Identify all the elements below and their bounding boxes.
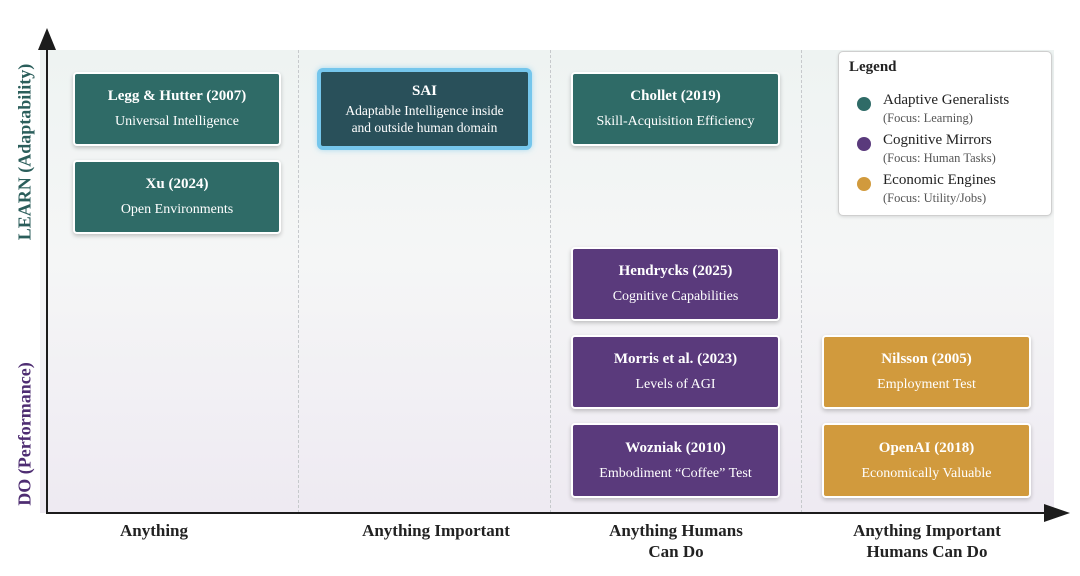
x-axis-label-anything-important-humans-can-do: Anything Important Humans Can Do	[853, 520, 1001, 562]
column-separator	[550, 50, 551, 513]
card-subtitle: Cognitive Capabilities	[612, 289, 739, 304]
legend-entry-name: Cognitive Mirrors	[883, 132, 992, 148]
column-separator	[298, 50, 299, 513]
y-axis-line	[46, 40, 48, 514]
x-axis-label-line: Anything Humans	[609, 521, 743, 540]
x-axis-label-line: Can Do	[648, 542, 704, 561]
x-axis-line	[46, 512, 1046, 514]
legend: Legend Adaptive Generalists (Focus: Lear…	[838, 51, 1052, 216]
x-axis-label-line: Humans Can Do	[866, 542, 988, 561]
column-separator	[801, 50, 802, 513]
card-subtitle: Employment Test	[877, 377, 976, 392]
card-title: Hendrycks (2025)	[618, 263, 733, 279]
legend-entry-focus: (Focus: Human Tasks)	[883, 151, 996, 165]
x-axis-label-line: Anything	[119, 521, 189, 540]
x-axis-arrow-icon	[1044, 504, 1070, 522]
card-title: OpenAI (2018)	[878, 439, 975, 456]
legend-entry-focus: (Focus: Utility/Jobs)	[883, 191, 987, 205]
x-axis-label-anything: Anything	[120, 520, 188, 541]
x-axis-label-anything-humans-can-do: Anything Humans Can Do	[609, 520, 743, 562]
card-title: Legg & Hutter (2007)	[107, 88, 247, 104]
card-chollet[interactable]: Chollet (2019) Skill-Acquisition Efficie…	[571, 72, 780, 146]
card-title: Morris et al. (2023)	[613, 351, 738, 367]
card-wozniak[interactable]: Wozniak (2010) Embodiment “Coffee” Test	[571, 423, 780, 498]
card-hendrycks[interactable]: Hendrycks (2025) Cognitive Capabilities	[571, 247, 780, 321]
card-xu[interactable]: Xu (2024) Open Environments	[73, 160, 281, 234]
legend-entry-name: Adaptive Generalists	[883, 92, 1010, 108]
legend-entry-focus: (Focus: Learning)	[883, 111, 973, 125]
legend-dot-icon	[857, 137, 871, 151]
card-subtitle: Adaptable Intelligence inside and outsid…	[345, 102, 503, 136]
card-legg-hutter[interactable]: Legg & Hutter (2007) Universal Intellige…	[73, 72, 281, 146]
x-axis-label-line: Anything Important	[853, 521, 1001, 540]
card-title: Chollet (2019)	[630, 88, 721, 104]
card-subtitle-line: Adaptable Intelligence inside	[345, 103, 504, 118]
legend-dot-icon	[857, 177, 871, 191]
card-title: SAI	[411, 83, 437, 99]
card-subtitle: Open Environments	[120, 202, 234, 217]
card-nilsson[interactable]: Nilsson (2005) Employment Test	[822, 335, 1031, 409]
card-openai[interactable]: OpenAI (2018) Economically Valuable	[822, 423, 1031, 498]
card-title: Wozniak (2010)	[625, 439, 726, 456]
legend-dot-icon	[857, 97, 871, 111]
y-axis-arrow-icon	[38, 28, 56, 50]
legend-title: Legend	[849, 59, 897, 75]
card-morris[interactable]: Morris et al. (2023) Levels of AGI	[571, 335, 780, 409]
y-axis-label-do: DO (Performance)	[14, 362, 35, 506]
card-subtitle: Universal Intelligence	[114, 114, 239, 129]
card-subtitle: Economically Valuable	[861, 465, 992, 481]
card-subtitle-line: and outside human domain	[351, 120, 498, 135]
y-axis-label-learn: LEARN (Adaptability)	[14, 63, 35, 241]
card-title: Xu (2024)	[145, 176, 209, 192]
x-axis-label-line: Anything Important	[362, 521, 510, 540]
card-sai[interactable]: SAI Adaptable Intelligence inside and ou…	[317, 68, 532, 150]
card-subtitle: Levels of AGI	[635, 377, 716, 392]
card-subtitle: Embodiment “Coffee” Test	[599, 465, 752, 481]
card-title: Nilsson (2005)	[881, 351, 972, 367]
x-axis-label-anything-important: Anything Important	[362, 520, 510, 541]
legend-entry-name: Economic Engines	[883, 172, 996, 188]
card-subtitle: Skill-Acquisition Efficiency	[596, 114, 755, 129]
